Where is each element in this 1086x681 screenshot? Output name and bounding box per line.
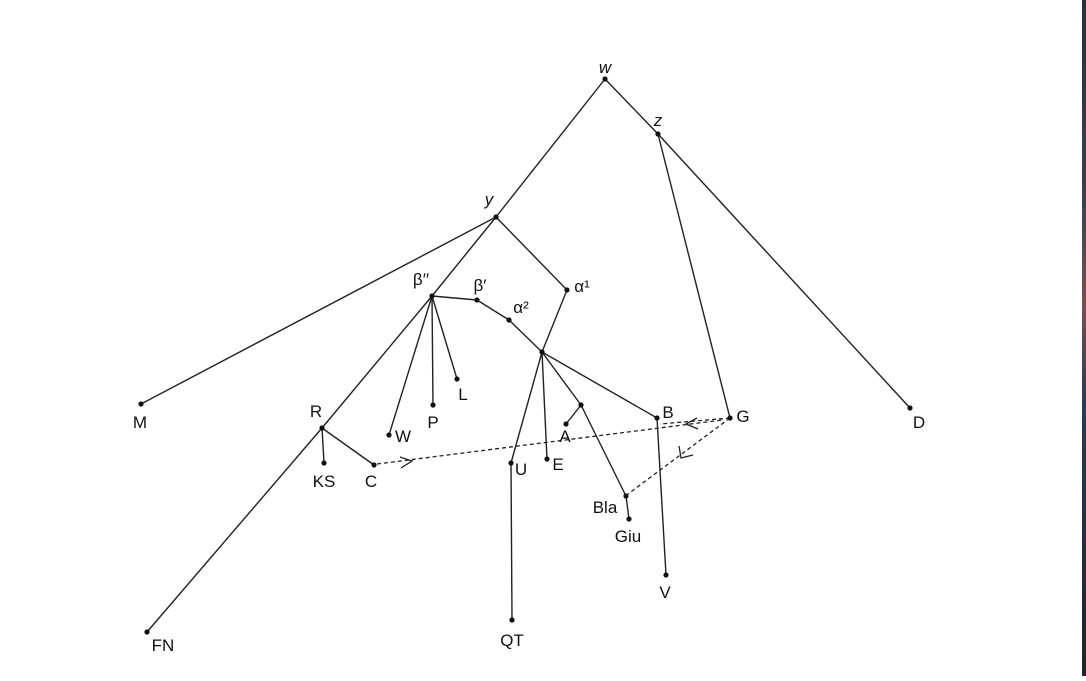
- edge-hub-B: [541, 351, 658, 419]
- edge-bpp-L: [431, 295, 458, 380]
- window-edge-strip: [1082, 0, 1086, 676]
- edge-bpp-R: [321, 295, 433, 429]
- label-z: z: [653, 111, 663, 130]
- label-P: P: [427, 413, 438, 432]
- node-R: [319, 425, 325, 431]
- edge-aJ-A: [565, 404, 582, 425]
- node-y: [493, 214, 499, 220]
- node-a2: [506, 317, 512, 323]
- node-KS: [321, 460, 327, 466]
- edge-bpp-W: [388, 295, 433, 436]
- node-Giu: [626, 516, 632, 522]
- node-B: [654, 415, 660, 421]
- node-a1: [564, 287, 570, 293]
- edge-R-KS: [321, 427, 325, 464]
- edge-hub-U: [510, 351, 543, 464]
- edge-w-y: [495, 78, 606, 218]
- node-U: [508, 460, 514, 466]
- arrowhead-c-g: [399, 456, 414, 469]
- label-A: A: [559, 427, 571, 446]
- edge-bp-a2: [476, 299, 510, 321]
- edge-R-C: [321, 427, 375, 466]
- edge-hub-E: [541, 351, 548, 460]
- edge-y-bpp: [431, 216, 497, 297]
- node-Bla: [623, 493, 629, 499]
- edge-R-FN: [146, 427, 323, 633]
- label-C: C: [365, 472, 377, 491]
- edge-z-G: [657, 133, 731, 419]
- node-FN: [144, 629, 150, 635]
- node-aJ: [578, 402, 584, 408]
- label-V: V: [659, 583, 671, 602]
- node-C: [371, 462, 377, 468]
- edge-hub-aJ: [541, 351, 582, 406]
- edge-y-a1: [495, 216, 568, 291]
- arrowhead-g-bla: [678, 445, 694, 459]
- edge-B-V: [656, 417, 667, 576]
- contamination-edge-C-G: [376, 419, 723, 465]
- label-bp: β′: [474, 276, 487, 295]
- node-E: [544, 456, 550, 462]
- label-G: G: [736, 407, 749, 426]
- edge-bpp-P: [431, 295, 434, 406]
- node-z: [655, 131, 661, 137]
- label-y: y: [484, 190, 495, 209]
- node-QT: [509, 617, 515, 623]
- node-W: [386, 432, 392, 438]
- edge-a2-hub: [508, 319, 543, 353]
- edge-y-M: [140, 216, 497, 405]
- edge-bpp-bp: [431, 295, 478, 301]
- node-G: [727, 415, 733, 421]
- node-D: [907, 405, 913, 411]
- label-U: U: [515, 460, 527, 479]
- label-E: E: [552, 455, 563, 474]
- label-a2: α²: [513, 298, 529, 317]
- node-w: [602, 76, 608, 82]
- node-bp: [474, 297, 480, 303]
- node-A: [563, 421, 569, 427]
- arrows-layer: [399, 417, 699, 469]
- node-bpp: [429, 293, 435, 299]
- edge-w-z: [604, 78, 659, 135]
- label-W: W: [395, 427, 411, 446]
- node-hub: [539, 349, 545, 355]
- label-L: L: [458, 385, 467, 404]
- edge-U-QT: [510, 462, 513, 621]
- node-L: [454, 376, 460, 382]
- edge-aJ-Bla: [580, 404, 627, 497]
- arrowhead-g-b: [684, 417, 699, 430]
- label-M: M: [133, 413, 147, 432]
- label-FN: FN: [152, 636, 175, 655]
- nodes-layer: [138, 76, 913, 635]
- label-a1: α¹: [574, 277, 590, 296]
- node-M: [138, 401, 144, 407]
- label-bpp: β′′: [413, 270, 429, 289]
- label-R: R: [310, 402, 322, 421]
- label-B: B: [662, 403, 673, 422]
- node-V: [663, 572, 669, 578]
- label-w: w: [599, 58, 613, 77]
- label-KS: KS: [313, 472, 336, 491]
- node-P: [430, 402, 436, 408]
- edge-Bla-Giu: [625, 495, 630, 520]
- contamination-edge-G-B: [659, 417, 731, 425]
- edge-z-D: [657, 133, 911, 409]
- label-Giu: Giu: [615, 527, 641, 546]
- edge-a1-hub: [541, 289, 568, 353]
- label-D: D: [913, 413, 925, 432]
- contamination-edge-G-Bla: [627, 417, 731, 495]
- edges-layer: [140, 78, 911, 633]
- label-Bla: Bla: [593, 498, 618, 517]
- label-QT: QT: [500, 631, 524, 650]
